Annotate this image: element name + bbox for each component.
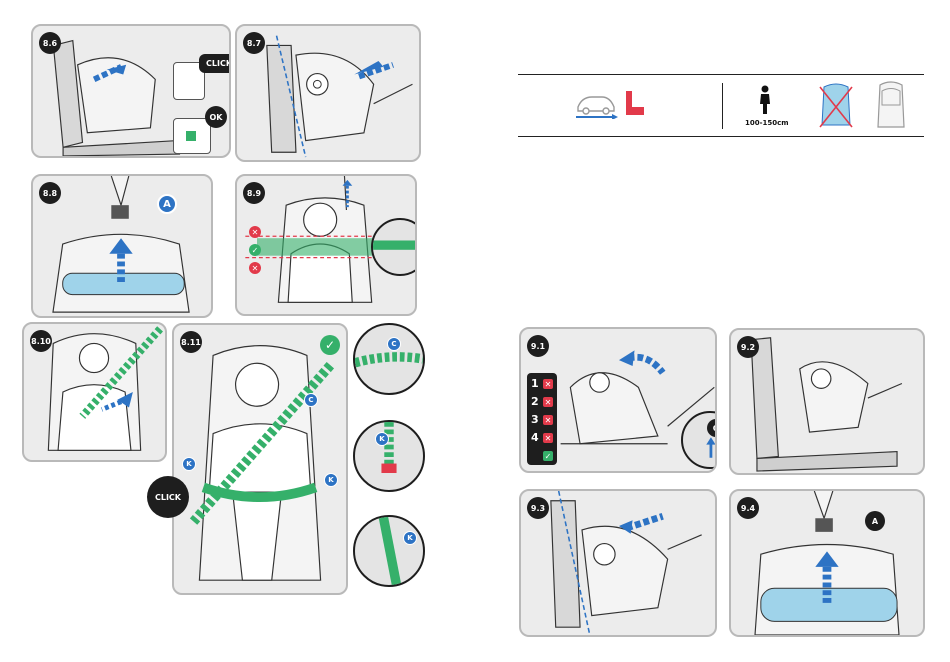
shoulder-correct-mark: ✓ bbox=[249, 244, 261, 256]
panel-8-7: 8.7 bbox=[235, 24, 421, 162]
illustration-seat-push-rear bbox=[521, 491, 715, 635]
panel-8-6: 8.6 CLICK OK bbox=[31, 24, 231, 158]
step-number: 8.6 bbox=[39, 32, 61, 54]
child-height-icon bbox=[758, 85, 772, 115]
illustration-belt-fitted bbox=[174, 325, 346, 593]
label-k-badge-left: K bbox=[182, 457, 196, 471]
step-number: 9.1 bbox=[527, 335, 549, 357]
usage-info-bar: 100-150cm bbox=[518, 74, 924, 137]
shoulder-belt-zoom bbox=[371, 218, 417, 276]
illustration-seat-on-vehicle bbox=[731, 330, 923, 473]
panel-8-8: 8.8 A bbox=[31, 174, 213, 318]
click-callout: CLICK bbox=[147, 476, 189, 518]
label-c-badge: C bbox=[387, 337, 401, 351]
label-a-badge: A bbox=[865, 511, 885, 531]
panel-8-9: 8.9 ✕ ✓ ✕ bbox=[235, 174, 417, 316]
step-number: 9.2 bbox=[737, 336, 759, 358]
panel-8-10: 8.10 bbox=[22, 322, 167, 462]
label-k-badge: K bbox=[375, 432, 389, 446]
car-forward-facing-icon bbox=[574, 93, 624, 119]
panel-8-11: 8.11 ✓ C K K bbox=[172, 323, 348, 595]
label-c-badge: C bbox=[304, 393, 318, 407]
no-insert-icon bbox=[818, 83, 854, 129]
click-callout: CLICK bbox=[199, 54, 231, 73]
booster-seat-icon bbox=[622, 89, 648, 119]
label-k-badge: K bbox=[403, 531, 417, 545]
latch-ok-detail bbox=[173, 118, 211, 154]
shoulder-too-high-mark: ✕ bbox=[249, 226, 261, 238]
step-number: 8.10 bbox=[30, 330, 52, 352]
step-number: 9.3 bbox=[527, 497, 549, 519]
label-k-badge-right: K bbox=[324, 473, 338, 487]
info-divider bbox=[722, 83, 723, 129]
lap-belt-guide-zoom: K bbox=[353, 420, 425, 492]
panel-9-3: 9.3 bbox=[519, 489, 717, 637]
lap-belt-k-zoom: K bbox=[353, 515, 425, 587]
panel-9-4: 9.4 A bbox=[729, 489, 925, 637]
height-range-label: 100-150cm bbox=[745, 119, 789, 127]
panel-9-2: 9.2 bbox=[729, 328, 925, 475]
belt-guide-c-zoom: C bbox=[353, 323, 425, 395]
label-a-badge: A bbox=[157, 194, 177, 214]
step-number: 8.11 bbox=[180, 331, 202, 353]
panel-9-1: 9.1 1 ✕ 2 ✕ 3 ✕ 4 ✕ ✓ G bbox=[519, 327, 717, 473]
shoulder-too-low-mark: ✕ bbox=[249, 262, 261, 274]
step-number: 8.8 bbox=[39, 182, 61, 204]
step-number: 9.4 bbox=[737, 497, 759, 519]
ok-callout: OK bbox=[205, 106, 227, 128]
step-number: 8.9 bbox=[243, 182, 265, 204]
step-number: 8.7 bbox=[243, 32, 265, 54]
car-seat-icon bbox=[874, 81, 908, 131]
illustration-headrest-adjust bbox=[731, 491, 923, 635]
